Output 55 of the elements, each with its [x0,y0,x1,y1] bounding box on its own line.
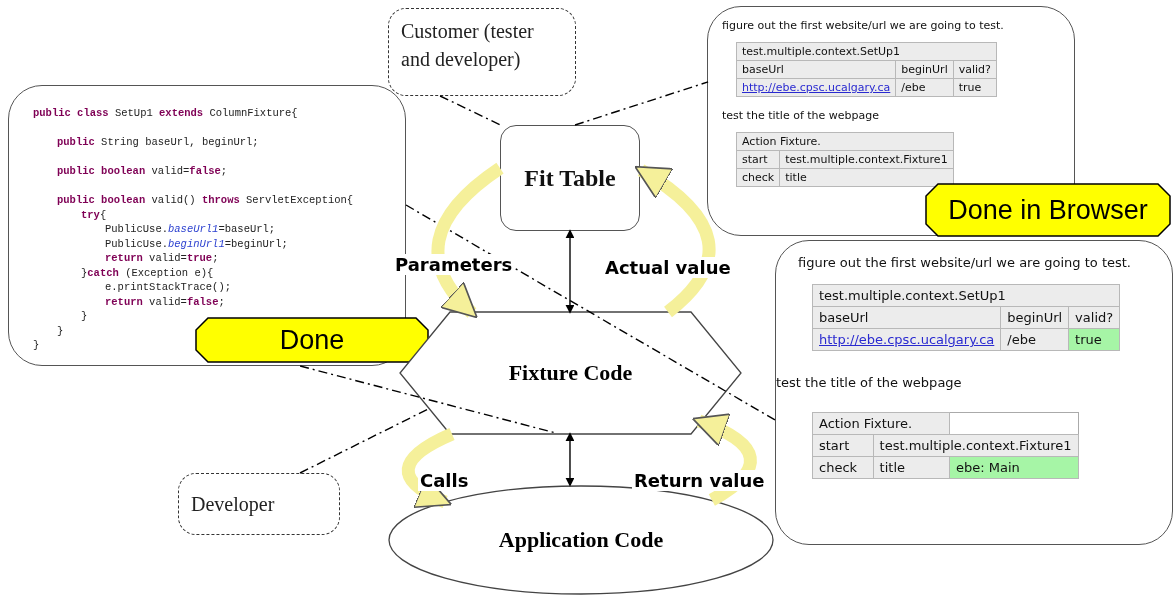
edge-label: Parameters [393,254,515,275]
shape-label: Fixture Code [508,360,633,386]
curved-arrow [691,414,757,506]
table-cell: test.multiple.context.SetUp1 [736,42,997,61]
code-line: public String baseUrl, beginUrl; [57,135,259,150]
edge-label: Actual value [603,257,733,278]
shape-label: Application Code [498,527,664,553]
code-line: } [81,309,88,324]
shape-label: Done in Browser [948,194,1148,226]
process-box [500,125,640,231]
code-line: e.printStackTrace(); [105,280,232,295]
table-cell: test.multiple.context.Fixture1 [873,434,1079,457]
shape-label: Done [279,324,345,356]
table-cell: start [812,434,874,457]
curved-arrow [431,162,504,319]
code-line: try{ [81,207,107,222]
code-line: }catch (Exception e){ [81,265,214,280]
code-line: } [33,338,40,353]
hexagon-shape [400,312,741,434]
browser-screenshot-panel [775,240,1173,545]
code-line: public class SetUp1 extends ColumnFixture{ [33,106,298,121]
link: http://ebe.cpsc.ucalgary.ca [742,81,891,94]
instruction-text: figure out the first website/url we are going to test. [798,255,1131,270]
code-line: return valid=true; [105,251,219,266]
speech-callout [178,473,340,535]
code-line: public boolean valid=false; [57,164,228,179]
leader-line [299,365,556,434]
curved-arrow [634,164,716,317]
edge-label: Calls [418,470,471,491]
code-line: PublicUse.baseUrl1=baseUrl; [105,222,276,237]
leader-line [405,204,776,421]
link: http://ebe.cpsc.ucalgary.ca [819,332,995,347]
box-label: Fit Table [524,164,616,192]
table-cell: Action Fixture. [812,412,950,435]
edge-label: Return value [632,470,767,491]
ellipse-shape [388,485,774,595]
leader-line [574,81,709,126]
instruction-text: test the title of the webpage [776,375,962,390]
callout-text: Developer [191,492,275,518]
instruction-text: figure out the first website/url we are going to test. [722,19,1004,32]
code-line: } [57,323,64,338]
code-line: PublicUse.beginUrl1=beginUrl; [105,236,288,251]
callout-text: Customer (tester and developer) [401,20,534,70]
table-cell: Action Fixture. [736,132,954,151]
arrow [565,229,575,314]
table-cell: test.multiple.context.SetUp1 [812,284,1120,307]
code-line: public boolean valid() throws ServletException{ [57,193,354,208]
table-cell: check [812,456,874,479]
table-cell: baseUrl [812,306,1001,329]
callout-badge [926,184,1170,236]
speech-callout [388,8,576,96]
arrow [565,432,575,487]
instruction-text: test the title of the webpage [722,109,880,122]
code-line: return valid=false; [105,294,225,309]
callout-badge [196,318,428,362]
